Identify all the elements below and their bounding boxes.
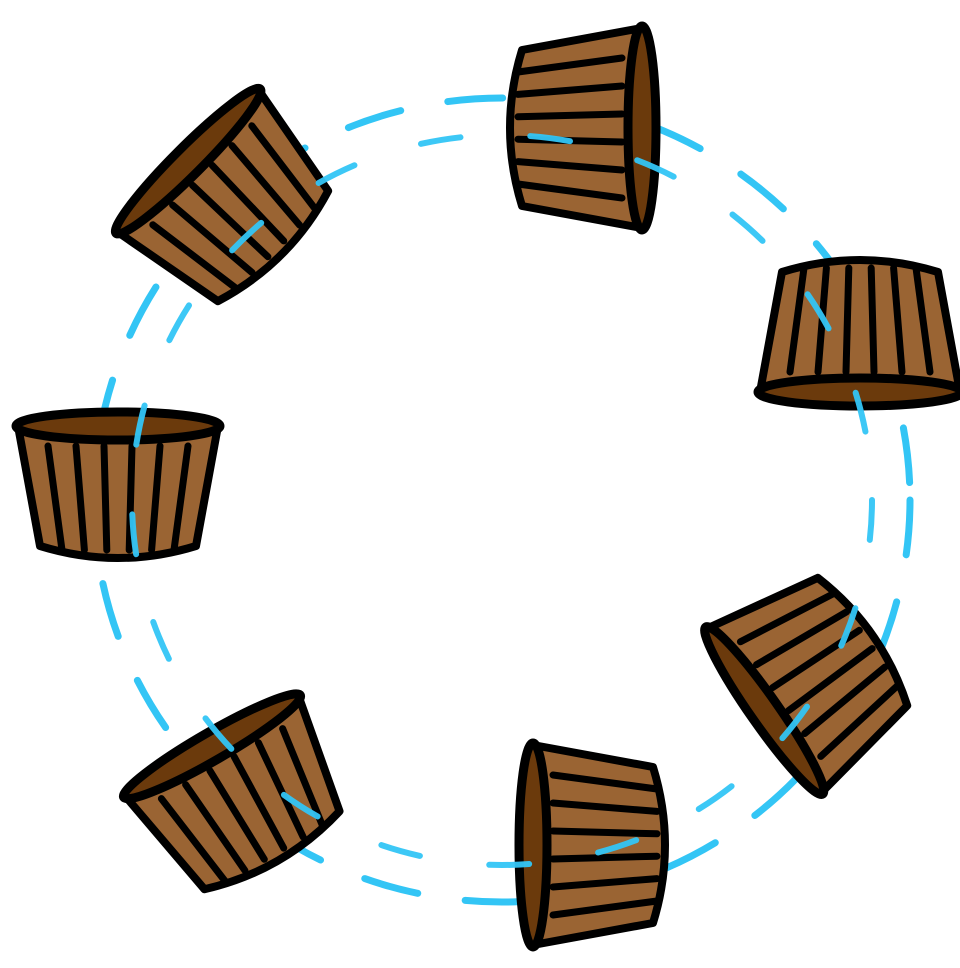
cup-pleat	[549, 875, 661, 891]
cup-pleat	[514, 180, 626, 202]
cupcake-liner	[506, 21, 661, 235]
cup-opening	[11, 407, 225, 445]
cup-pleat	[228, 142, 304, 229]
cup-pleat	[514, 54, 626, 76]
cup-pleat	[912, 264, 934, 376]
cup-opening	[623, 21, 661, 235]
cup-body	[529, 741, 669, 949]
cupcake-liner	[11, 407, 225, 562]
cup-pleat	[72, 442, 88, 554]
cup-pleat	[890, 264, 906, 376]
dashed-motion-ring-overlay	[129, 132, 875, 868]
cup-pleat	[254, 739, 307, 841]
cupcake-liner	[753, 256, 960, 411]
cup-opening	[118, 689, 306, 804]
cup-pleat	[157, 795, 230, 886]
cupcake-liner	[514, 738, 669, 952]
cup-pleat	[785, 645, 876, 715]
cup-pleat	[169, 201, 256, 277]
cup-pleat	[817, 681, 902, 760]
cup-pleat	[44, 442, 66, 554]
cup-body	[14, 422, 222, 562]
cup-pleat	[100, 442, 111, 554]
cup-pleat	[230, 753, 288, 852]
cup-pleat	[514, 110, 626, 121]
cup-pleat	[182, 781, 249, 874]
cup-opening	[110, 83, 266, 239]
cup-pleat	[170, 442, 192, 554]
cup-body	[506, 24, 646, 232]
cupcake-liner	[110, 83, 333, 306]
cup-pleat	[549, 771, 661, 793]
cup-body	[113, 86, 333, 306]
cup-pleat	[148, 442, 164, 554]
cup-pleat	[549, 827, 661, 838]
cup-pleat	[188, 181, 272, 261]
cup-pleat	[549, 897, 661, 919]
cup-pleat	[736, 590, 838, 646]
cupcake-liner	[700, 573, 912, 800]
cup-pleat	[867, 264, 878, 376]
cup-pleat	[842, 264, 853, 376]
cup-pleat	[786, 264, 808, 376]
cup-pleat	[149, 221, 240, 292]
cupcake-liner	[118, 689, 344, 894]
cup-opening	[514, 738, 552, 952]
cup-pleat	[549, 799, 661, 815]
cup-pleat	[514, 158, 626, 174]
cup-pleat	[248, 122, 319, 213]
cup-pleat	[206, 767, 268, 863]
cup-pleat	[753, 608, 851, 669]
cup-opening	[700, 622, 829, 800]
cup-pleat	[549, 852, 661, 863]
cup-pleat	[279, 725, 326, 830]
cup-pleat	[125, 442, 136, 554]
cup-pleat	[801, 663, 889, 737]
cup-pleat	[514, 82, 626, 98]
cup-pleat	[208, 161, 288, 245]
